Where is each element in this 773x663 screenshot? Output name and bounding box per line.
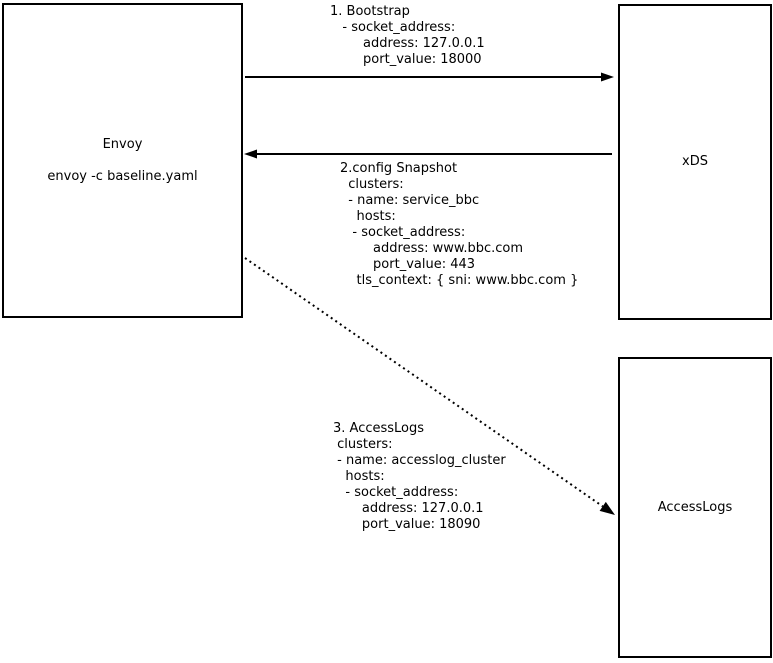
envoy-node: Envoy envoy -c baseline.yaml [2,3,243,318]
config-snapshot-message-text: 2.config Snapshot clusters: - name: serv… [340,161,579,288]
xds-node-label: xDS [682,154,708,169]
bootstrap-arrow [245,72,614,82]
bootstrap-arrowhead-icon [601,72,614,82]
bootstrap-message-text: 1. Bootstrap - socket_address: address: … [330,4,485,67]
accesslogs-message-text: 3. AccessLogs clusters: - name: accesslo… [333,421,506,532]
xds-node: xDS [618,4,772,320]
accesslogs-node-label: AccessLogs [657,499,733,515]
envoy-node-subtitle: envoy -c baseline.yaml [47,168,198,184]
envoy-node-title: Envoy [102,136,143,152]
accesslogs-arrowhead-icon [599,501,615,515]
accesslogs-node: AccessLogs [618,357,772,658]
config-snapshot-arrowhead-icon [244,149,257,159]
config-snapshot-arrow [244,149,612,159]
